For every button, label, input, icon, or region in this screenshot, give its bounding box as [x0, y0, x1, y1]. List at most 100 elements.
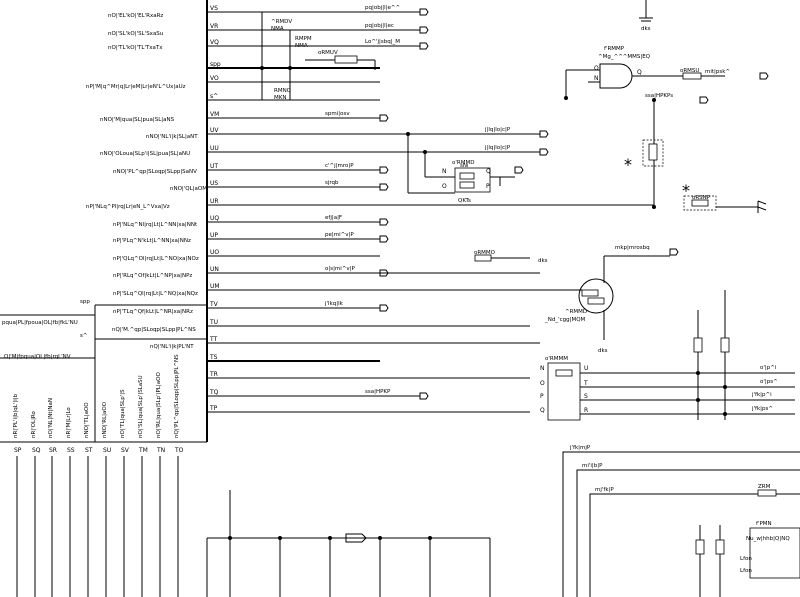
net-label: mit|psk^ [705, 69, 730, 75]
rsnp-label: oRSNP [692, 195, 711, 201]
lower-label-3: mj'fk|P [595, 487, 614, 493]
pin-label: UT [210, 163, 218, 170]
transistor [578, 278, 614, 314]
rmmo-component [474, 254, 492, 262]
pin-label: spp [210, 61, 221, 68]
left-label-3: nO|'TL'kO|'TL'TxaTx [108, 45, 163, 51]
pin-label: s^ [210, 93, 218, 100]
net-flag [379, 183, 389, 191]
pin-label: UQ [210, 215, 219, 222]
net-label: j|lq|lo|c|P [484, 127, 511, 133]
resistor [695, 539, 705, 555]
junction-dot [564, 96, 568, 100]
net-flags: pq|obj|l|e^^pq|obj|l|ecLo^'j|sbq|_Mspmi|… [324, 5, 769, 400]
left-label-12: nP|'PLq^N'kLt|L^NN|xa|NNz [113, 238, 191, 244]
resistor [459, 172, 475, 180]
bottom-vertical-label: nO|'SL|qua|SLp'|SLaSU [138, 375, 144, 438]
net-flag [419, 26, 429, 34]
and-gate [599, 63, 633, 89]
pin-label: UU [210, 145, 219, 152]
lower-frame-3 [589, 493, 800, 597]
rmmd-pin-o: O [442, 183, 447, 190]
ground-symbol [757, 206, 767, 211]
left-label-11: nP|'NLq^Nl|rq|Lt|L^NN|xa|NNt [113, 222, 198, 228]
star-marker: * [624, 155, 632, 174]
rmpm-label: RMPM [295, 36, 312, 42]
pin-label: UO [210, 249, 219, 256]
rmdv-label: ^RMDV [271, 19, 292, 25]
rmmd-pin-n: N [442, 168, 447, 175]
rmmm-pin-o: O [540, 380, 545, 387]
rmmo-ground: dks [538, 258, 548, 264]
transistor-value: _Nd_'cgg|MQM [544, 317, 586, 323]
transistor-label: ^RMMD [565, 309, 587, 315]
and-gate-label: f'RMMP [604, 46, 625, 52]
left-label-8: nNO|'PL^qp|SLoqp|SLpp|SaNV [113, 169, 197, 175]
pin-label: UR [210, 198, 219, 205]
dashed-sensor-box-2 [683, 195, 717, 211]
rmmm-pin-q: Q [540, 407, 545, 414]
rmmm-pin-t: T [583, 380, 588, 387]
left-label-15: nP|'SLq^Ql|rq|Lt|L^NQ|xa|NQz [113, 291, 198, 297]
rmnq-value: MKN [274, 95, 286, 101]
net-label: j'lkq|lk [324, 301, 344, 307]
lower-frame-1 [562, 451, 800, 597]
pin-label: VQ [210, 39, 219, 46]
net-flag [419, 42, 429, 50]
ground-symbol [757, 200, 767, 205]
left-label-10: nP|'NLq^Pl|rq|Lr|eN_L^Vxa|Vz [86, 204, 170, 210]
left-label-1: nO|'EL'kO|'EL'RxaRz [108, 13, 163, 19]
left-label-6: nNO|'NL'i|k|SL|aNT [146, 134, 198, 140]
dashed-sensor-box [642, 139, 664, 167]
left-label-19: pqua|PL|fpoua|OL|fb|fkL'NU [2, 320, 78, 326]
lower-label-2: mi'i|b|P [582, 463, 603, 469]
gate-pin-q: Q [637, 69, 642, 76]
rmsu-component [682, 72, 702, 80]
sensor-component [648, 143, 658, 161]
pin-label: VM [210, 111, 219, 118]
bottom-vertical-label: nO|'TL|qua|SLp'|S [120, 389, 126, 438]
and-gate-value: ^Mg_^^^MMS|EQ [598, 54, 651, 60]
rmmm-pin-p: P [540, 393, 544, 400]
net-flag [539, 148, 549, 156]
rmmm-pin-u: U [584, 365, 588, 372]
bottom-vertical-label: nQ|'PL^qp|SLoqp|SLpp|PL^NS [174, 354, 180, 438]
net-label: ssa|HPKP [365, 389, 391, 395]
rmsu-label: oRMSU [680, 68, 699, 74]
lower-ic-lfon-2: Lfon [740, 568, 752, 574]
left-label-18: nQ|'NL'i|k|PL'NT [150, 344, 194, 350]
net-flag [419, 392, 429, 400]
left-label-16: nP|'TLq^Qf|kLt|L^NR|xa|NRz [113, 309, 193, 315]
pin-label: UN [210, 266, 219, 273]
pin-label: TP [209, 405, 218, 412]
rmmd-pin-p: P [486, 183, 490, 190]
bottom-vertical-label: nR|'M|Lr|Lo [66, 407, 72, 438]
junction-dot [652, 98, 656, 102]
net-label: spmi|osv [325, 111, 350, 117]
left-label-7: nNO|'OLoua|SLp'i|SL|pua|SL|aNU [100, 151, 190, 157]
rmmm-pin-r: R [584, 407, 588, 414]
net-flag [379, 218, 389, 226]
rsnp-component [691, 199, 709, 207]
transistor-part [581, 289, 599, 297]
resistor-r2 [720, 337, 730, 353]
bottom-vertical-label: nNO|'RL|aOO [102, 401, 108, 438]
bottom-vertical-label: nR|'PL'i|b|qL'|i|b [13, 393, 19, 438]
resistor [459, 181, 475, 189]
junction-dot [228, 536, 232, 540]
junction-dot [328, 536, 332, 540]
lower-fuse-label: ZRM [758, 484, 771, 490]
rmpm-value: NMA [295, 43, 308, 49]
bottom-pin-label: SP [14, 447, 22, 454]
left-pin-rows: VSVRVQsppVOs^VMUVUUUTUSURUQUPUOUNUMTVTUT… [207, 5, 654, 413]
pin-label: UV [210, 127, 219, 134]
bottom-pin-label: SQ [32, 447, 41, 454]
out-label-1: o'|p^i [760, 365, 777, 371]
net-flag [539, 130, 549, 138]
net-flag [379, 114, 389, 122]
rmmd-label: o'RMMD [452, 160, 474, 166]
net-label: c'^j|mro|P [325, 163, 354, 169]
pin-label: UM [210, 283, 220, 290]
rmmd-pin-q: Q [486, 168, 491, 175]
